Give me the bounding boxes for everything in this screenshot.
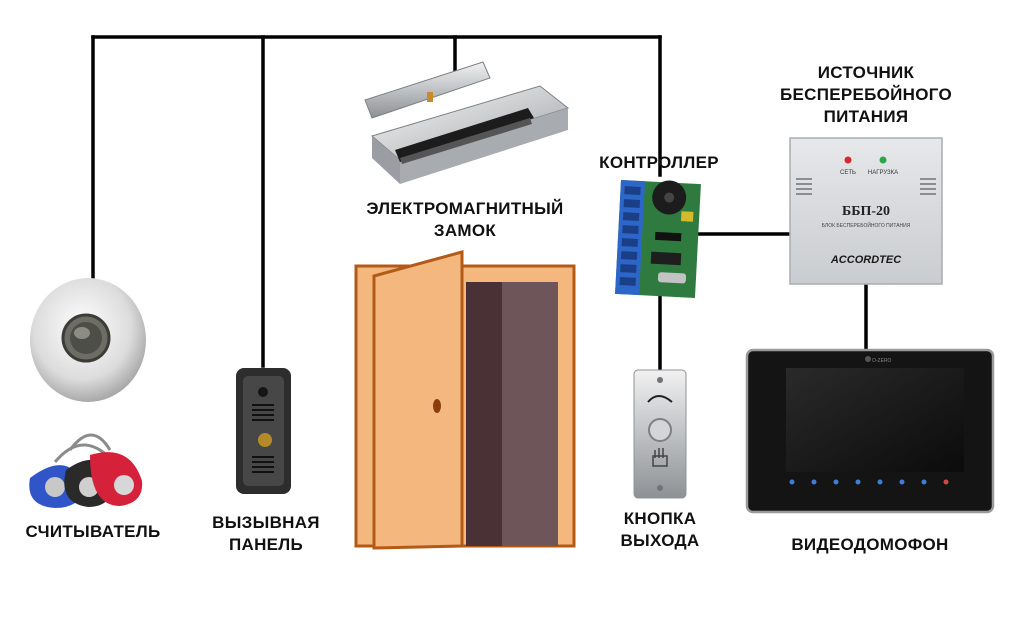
reader-icon bbox=[30, 278, 146, 402]
exit-button-label: КНОПКА ВЫХОДА bbox=[620, 509, 700, 550]
ups-label: ИСТОЧНИК БЕСПЕРЕБОЙНОГО ПИТАНИЯ bbox=[779, 63, 953, 126]
ups-led-load-label: НАГРУЗКА bbox=[868, 170, 898, 176]
ups-led-mains-icon bbox=[844, 156, 852, 164]
exit-button-icon bbox=[633, 369, 687, 499]
call-panel-icon bbox=[236, 368, 291, 494]
monitor-brand-logo: O-ZERO bbox=[872, 358, 892, 364]
ups-icon bbox=[789, 137, 943, 285]
ups-led-load-icon bbox=[879, 156, 887, 164]
intercom-label: ВИДЕОДОМОФОН bbox=[791, 535, 949, 554]
lock-label: ЭЛЕКТРОМАГНИТНЫЙ ЗАМОК bbox=[366, 199, 564, 240]
electromagnetic-lock-icon bbox=[364, 61, 570, 184]
ups-brand-logo: ACCORDTEC bbox=[830, 254, 902, 266]
ups-subtitle-label: БЛОК БЕСПЕРЕБОЙНОГО ПИТАНИЯ bbox=[822, 221, 911, 229]
controller-label: КОНТРОЛЛЕР bbox=[599, 153, 719, 172]
video-intercom-icon bbox=[745, 348, 995, 514]
reader-label: СЧИТЫВАТЕЛЬ bbox=[25, 522, 161, 541]
wires bbox=[91, 35, 868, 372]
ups-model-label: ББП-20 bbox=[842, 204, 890, 219]
rfid-keyfobs-icon bbox=[29, 433, 143, 508]
call-panel-label: ВЫЗЫВНАЯ ПАНЕЛЬ bbox=[212, 513, 320, 554]
door-icon bbox=[354, 250, 576, 550]
ups-led-mains-label: СЕТЬ bbox=[840, 170, 856, 176]
controller-icon bbox=[615, 179, 701, 299]
